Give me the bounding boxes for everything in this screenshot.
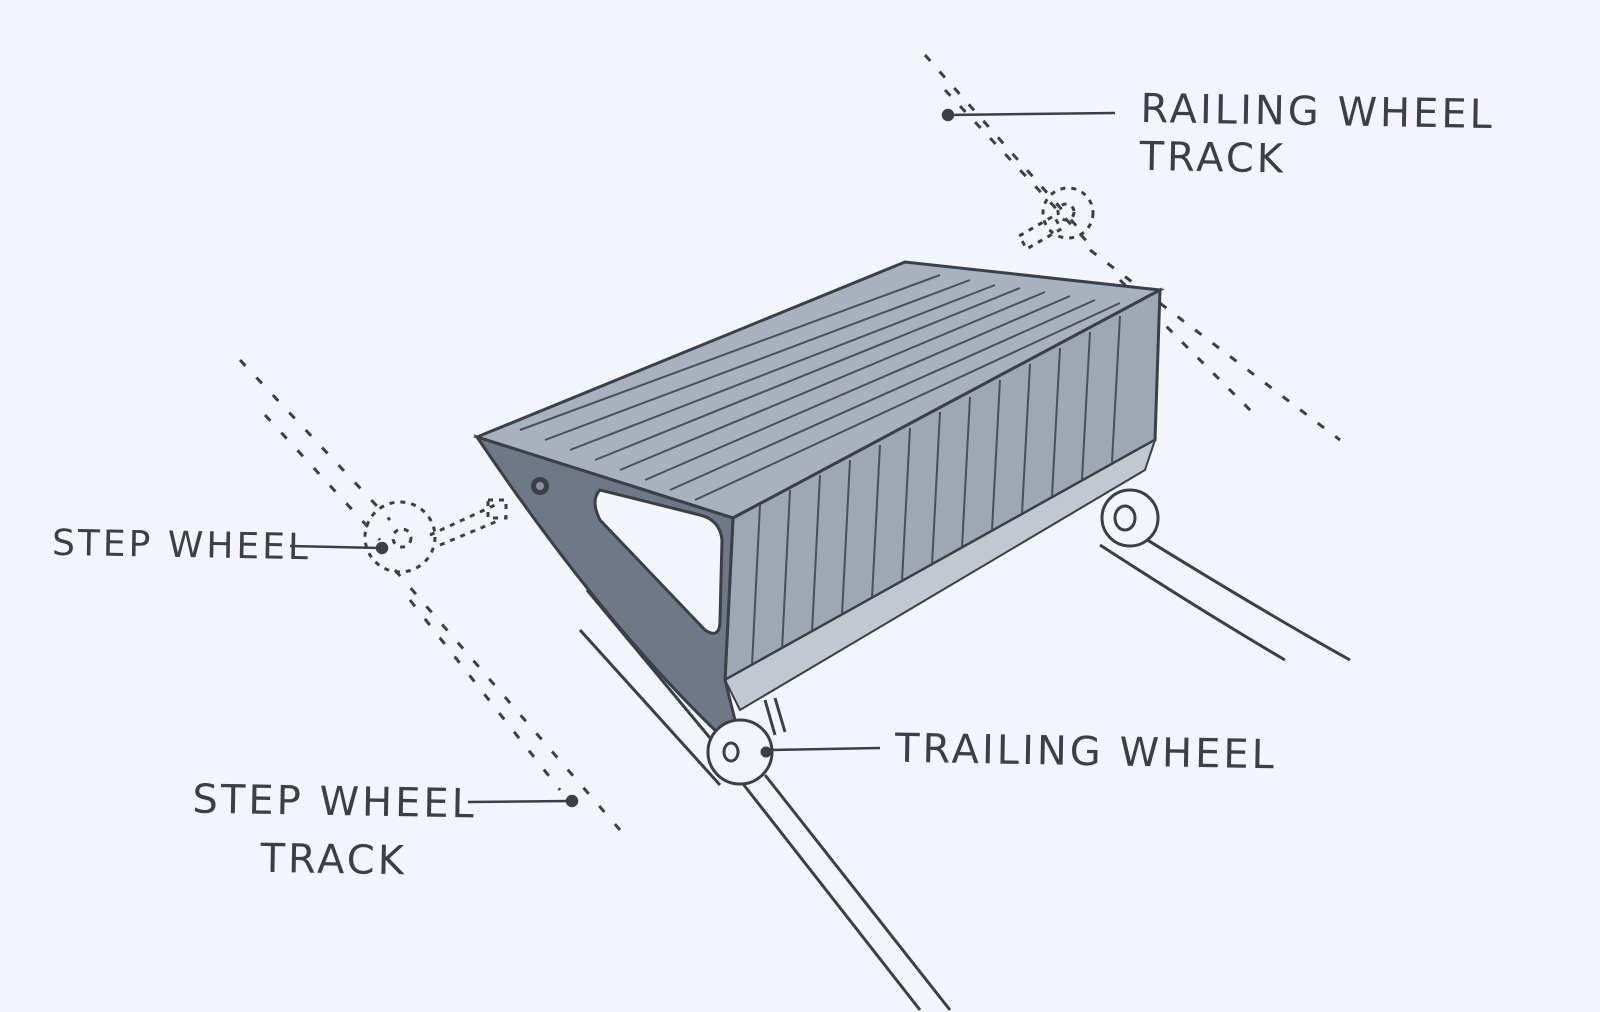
trailing-wheel [706,697,787,786]
label-railing-wheel-track: RAILING WHEEL TRACK [1139,85,1496,183]
step-bottom-skirt [723,437,1157,712]
step-wheel-track [238,358,622,831]
rear-trailing-wheel [1100,488,1160,548]
label-trailing-wheel: TRAILING WHEEL [894,725,1278,779]
label-step-wheel: STEP WHEEL [51,522,312,569]
trailing-wheel-rails [578,518,1351,1011]
tread-cleats [519,274,1121,501]
leader-lines [289,108,1116,808]
step-wheel-dashed [363,498,508,574]
bracket-cutout [593,488,724,635]
railing-wheel-dashed [1017,186,1095,251]
riser-cleats [751,315,1121,666]
railing-wheel-track [923,54,1341,442]
label-step-wheel-track: STEP WHEEL TRACK [192,776,478,885]
